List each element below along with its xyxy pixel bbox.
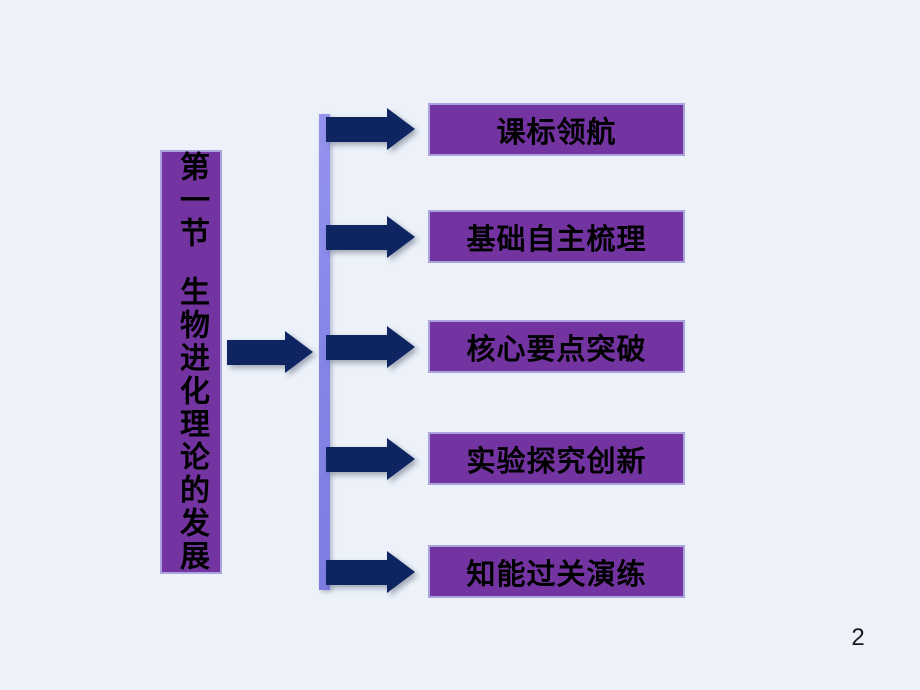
root-arrow-head: [285, 331, 313, 373]
section-link-zhineng-guoguan-yanlian[interactable]: 知能过关演练: [428, 545, 685, 598]
branch-arrow-icon-1: [326, 108, 415, 150]
root-topic-box: 第一节生物进化理论的发展: [160, 150, 222, 574]
section-link-label: 知能过关演练: [466, 558, 647, 591]
branch-arrow-shaft: [326, 559, 387, 585]
branch-arrow-shaft: [326, 224, 387, 250]
root-topic-part1: 第一节: [175, 151, 208, 251]
branch-arrow-head: [387, 438, 415, 480]
branch-arrow-icon-4: [326, 438, 415, 480]
section-link-shiyan-tanjiu-chuangxin[interactable]: 实验探究创新: [428, 432, 685, 485]
section-link-label: 实验探究创新: [466, 445, 647, 478]
branch-arrow-icon-5: [326, 551, 415, 593]
branch-arrow-shaft: [326, 334, 387, 360]
section-link-label: 核心要点突破: [466, 333, 647, 366]
page-number: 2: [851, 624, 865, 651]
root-topic-label: 第一节生物进化理论的发展: [175, 151, 208, 573]
branch-arrow-head: [387, 551, 415, 593]
root-arrow-shaft: [227, 339, 285, 365]
section-link-keibiao-lianghang[interactable]: 课标领航: [428, 103, 685, 156]
branch-arrow-head: [387, 326, 415, 368]
branch-arrow-head: [387, 108, 415, 150]
branch-arrow-head: [387, 216, 415, 258]
root-topic-part2: 生物进化理论的发展: [175, 275, 208, 573]
branch-arrow-icon-2: [326, 216, 415, 258]
root-arrow-icon: [227, 331, 313, 373]
section-link-hexin-yaodian-tupo[interactable]: 核心要点突破: [428, 320, 685, 373]
branch-arrow-shaft: [326, 446, 387, 472]
connector-line: [319, 114, 330, 590]
branch-arrow-icon-3: [326, 326, 415, 368]
section-link-label: 基础自主梳理: [466, 223, 647, 256]
branch-arrow-shaft: [326, 116, 387, 142]
section-link-jichu-zizhu-shuli[interactable]: 基础自主梳理: [428, 210, 685, 263]
section-link-label: 课标领航: [496, 116, 617, 149]
